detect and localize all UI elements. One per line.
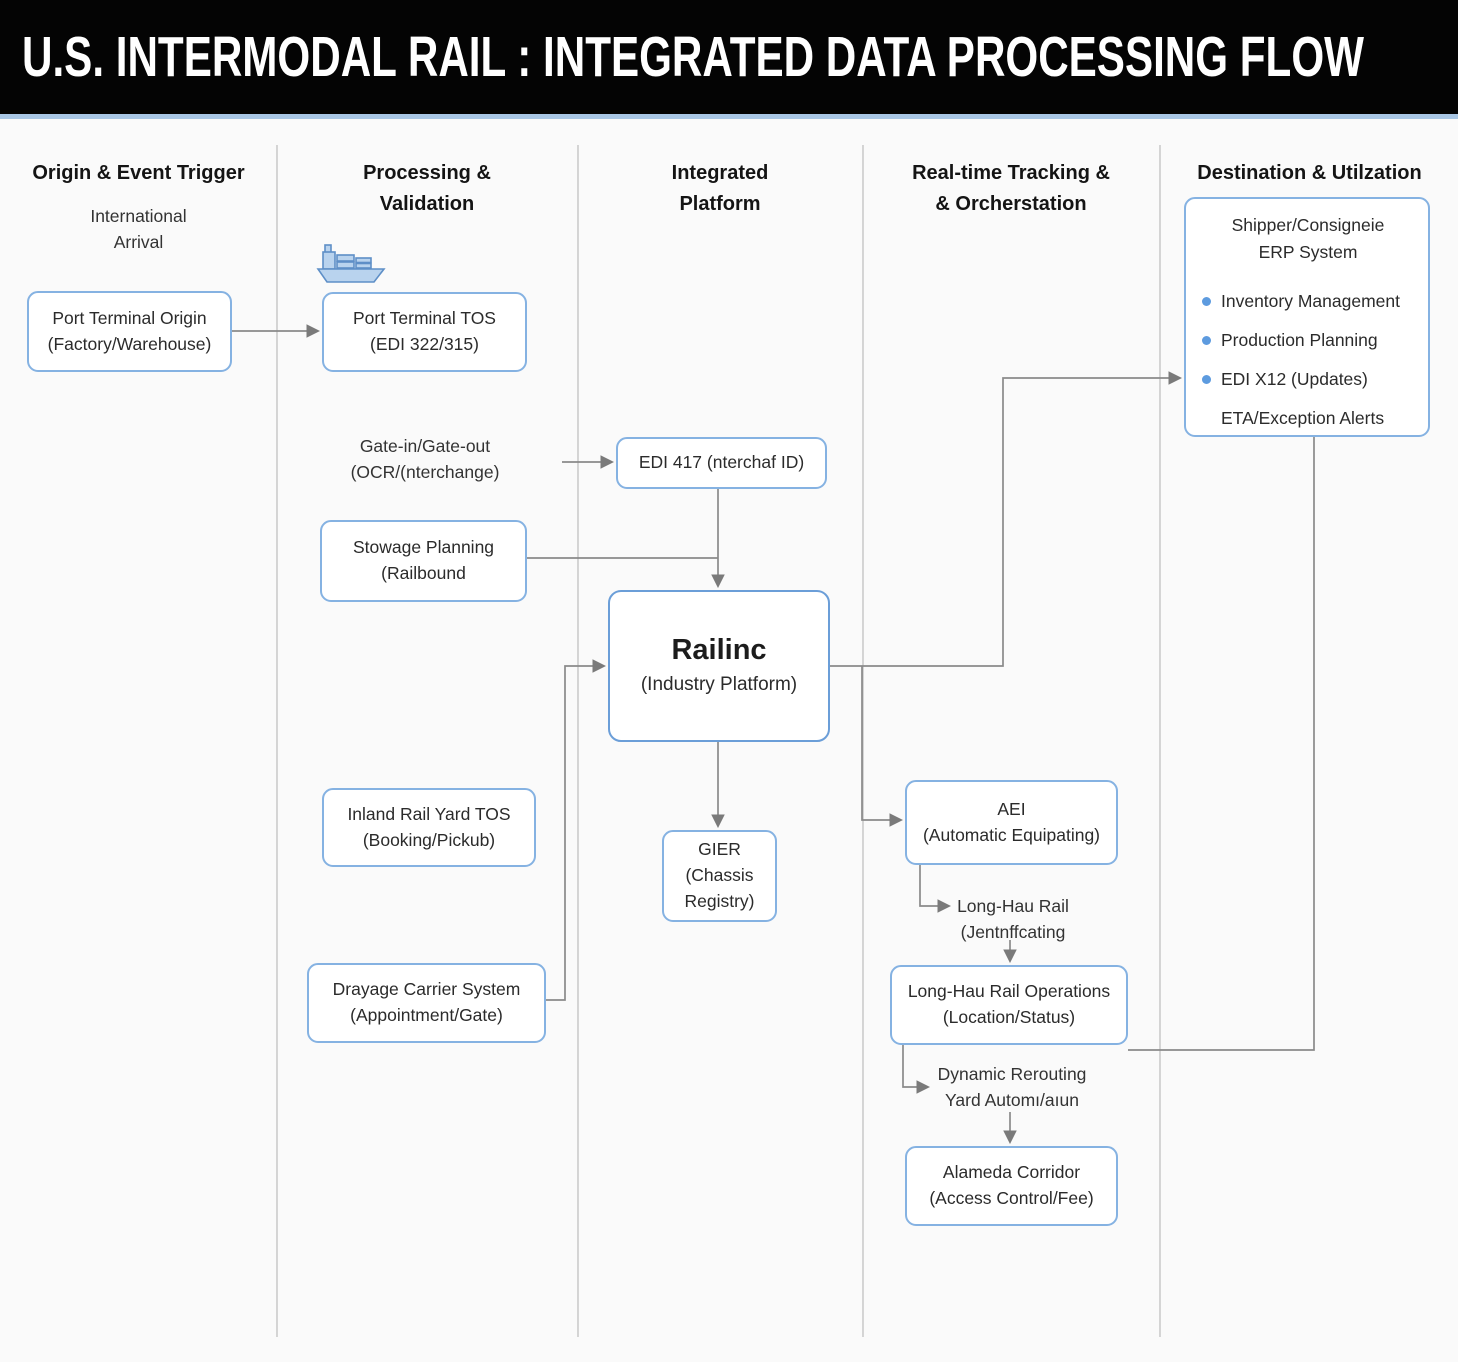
shipper-erp-box: Shipper/Consigneie ERP System Inventory … [1184,197,1430,437]
erp-bullet-item: Inventory Management [1202,289,1414,315]
long-hau-rail-label: Long-Hau Rail (Jentnffcating [957,896,1069,943]
connector-ops-to-dynamic-label [902,1045,931,1094]
erp-footer-label: ETA/Exception Alerts [1221,407,1385,428]
gate-in-out-label: Gate-in/Gate-out (OCR/(nterchange) [350,436,500,483]
alameda-corridor-box: Alameda Corridor (Access Control/Fee) [905,1146,1118,1226]
cargo-ship-icon [316,244,386,283]
port-terminal-tos-box: Port Terminal TOS (EDI 322/315) [322,292,527,372]
column-header-platform: Integrated Platform [671,162,769,215]
column-header-processing: Processing & Validation [363,162,491,215]
connector-railinc-to-aei [861,666,904,827]
erp-bullet-label: Inventory Management [1221,290,1400,311]
railinc-box: Railinc (Industry Platform) [608,590,830,742]
stowage-planning-box: Stowage Planning (Railbound [320,520,527,602]
connector-drayage-to-railinc [546,659,607,1001]
edi-417-box: EDI 417 (nterchaf ID) [616,437,827,489]
bullet-dot-icon [1202,297,1211,307]
bullet-dot-icon [1202,336,1211,346]
column-header-destination: Destination & Utilzation [1197,162,1422,184]
erp-bullet-label: Production Planning [1221,329,1378,350]
erp-bullet-item: EDI X12 (Updates) [1202,367,1414,393]
page-title: U.S. INTERMODAL RAIL : INTEGRATED DATA P… [22,25,1364,89]
erp-bullet-label: EDI X12 (Updates) [1221,368,1368,389]
page-header: U.S. INTERMODAL RAIL : INTEGRATED DATA P… [0,0,1458,119]
gier-box: GIER (Chassis Registry) [662,830,777,922]
connector-ops-to-erp [1128,437,1315,1051]
bullet-dot-icon [1202,374,1211,384]
erp-bullet-item: Production Planning [1202,328,1414,354]
column-separators [276,145,1161,1337]
long-hau-operations-box: Long-Hau Rail Operations (Location/Statu… [890,965,1128,1045]
dynamic-rerouting-label: Dynamic Rerouting Yard Automı/aıun [937,1064,1087,1111]
railinc-title: Railinc [671,634,767,667]
column-header-tracking: Real-time Tracking & & Orcherstation [912,162,1110,215]
drayage-carrier-box: Drayage Carrier System (Appointment/Gate… [307,963,546,1043]
international-arrival-label: International Arrival [90,206,187,253]
connector-railinc-to-erp [830,371,1183,667]
erp-title: Shipper/Consigneie ERP System [1231,215,1385,263]
inland-rail-yard-box: Inland Rail Yard TOS (Booking/Pickub) [322,788,536,867]
aei-box: AEI (Automatic Equipating) [905,780,1118,865]
connector-aei-to-longhau-label [919,865,952,913]
column-header-origin: Origin & Event Trigger [32,162,245,184]
port-terminal-origin-box: Port Terminal Origin (Factory/Warehouse) [27,291,232,372]
railinc-subtitle: (Industry Platform) [640,673,798,695]
